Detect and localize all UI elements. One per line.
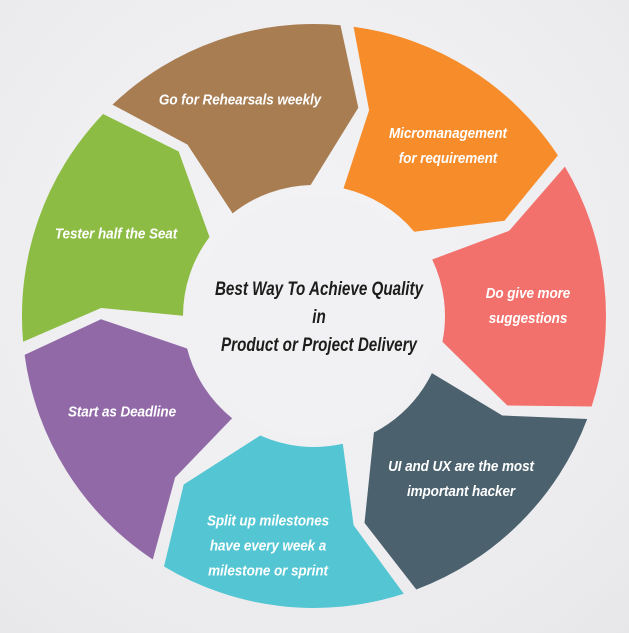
segment-deadline [24, 319, 233, 560]
center-title: Best Way To Achieve Quality in Product o… [214, 279, 424, 356]
segment-suggestions [432, 166, 606, 407]
center-circle [193, 195, 435, 437]
segment-milestones [164, 435, 404, 608]
segment-label-milestones: Split up milestones have every week a mi… [206, 512, 330, 580]
segment-rehearsals [112, 23, 359, 214]
segment-label-deadline: Start as Deadline [67, 403, 176, 421]
segment-label-tester: Tester half the Seat [54, 225, 178, 243]
segment-label-ui-ux: UI and UX are the most important hacker [388, 458, 534, 500]
segment-label-rehearsals: Go for Rehearsals weekly [158, 91, 322, 109]
segment-label-micromanagement: Micromanagement for requirement [389, 125, 507, 167]
segment-ui-ux [364, 373, 588, 590]
segment-micromanagement [343, 26, 558, 232]
segment-tester [21, 114, 210, 342]
segment-label-suggestions: Do give more suggestions [485, 285, 571, 327]
